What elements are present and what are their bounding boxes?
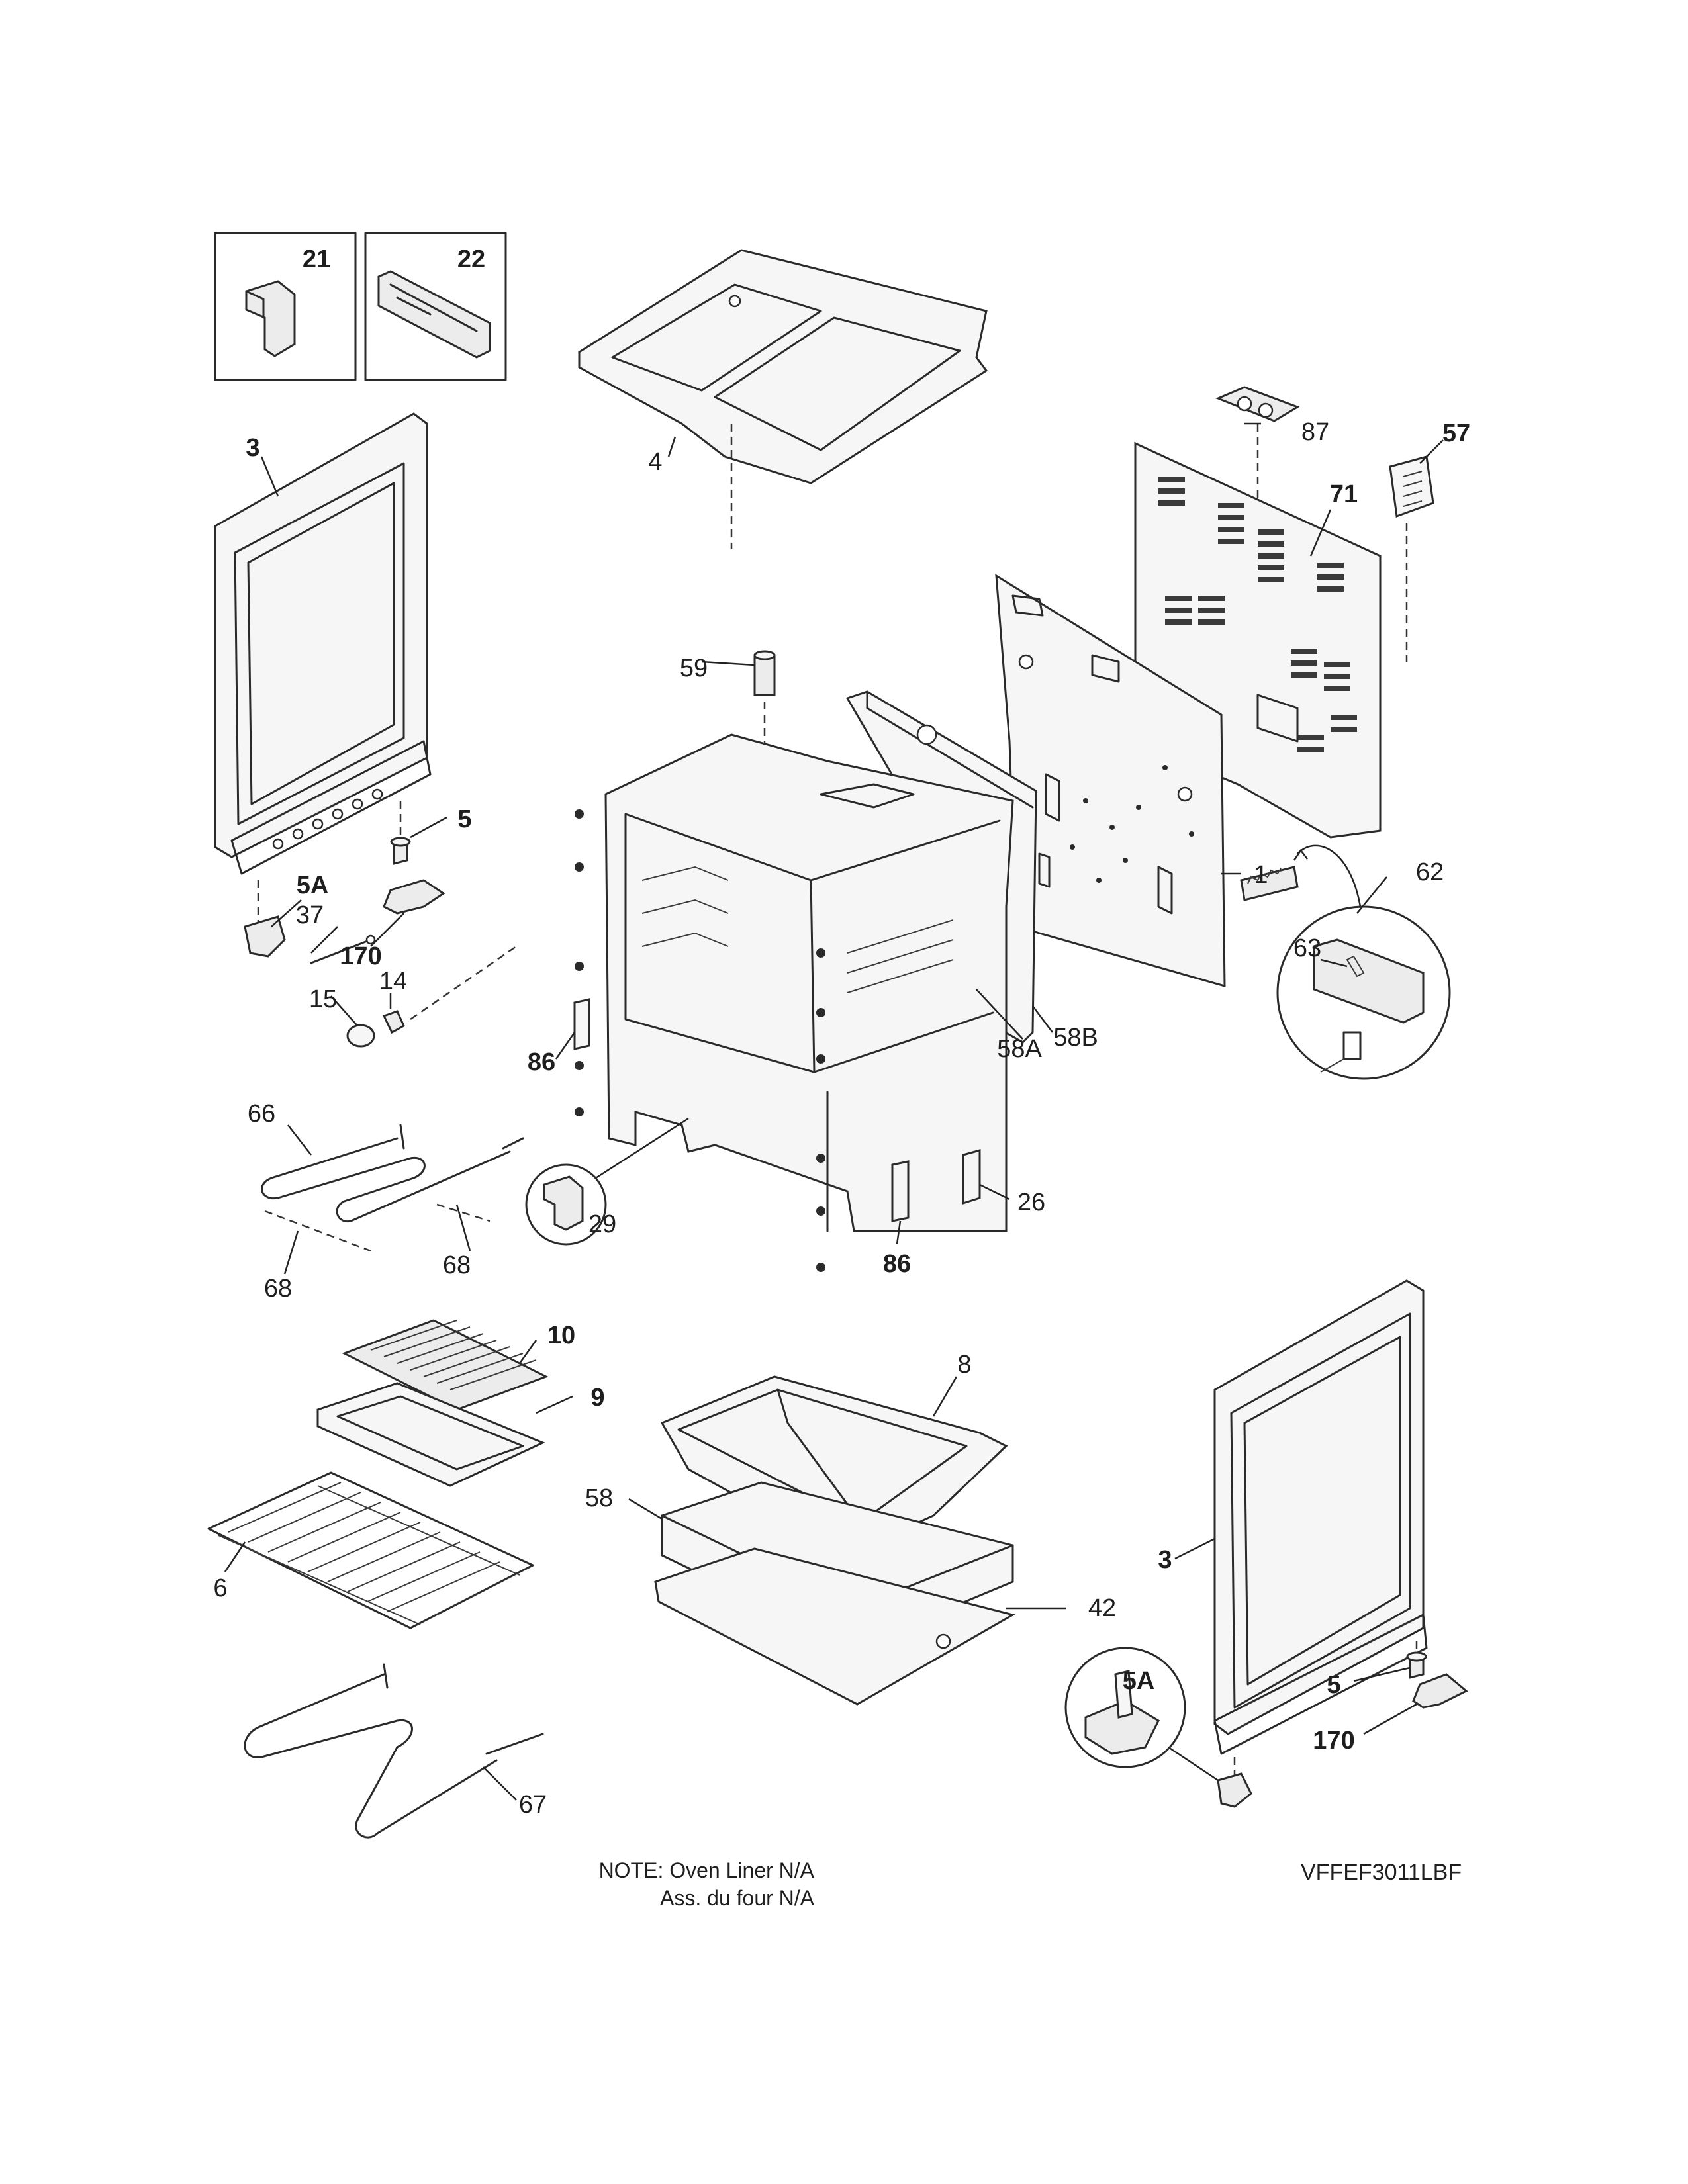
callout-5A-left: 5A xyxy=(296,872,329,899)
callout-26: 26 xyxy=(1017,1189,1046,1216)
bracket-86-left xyxy=(573,998,590,1050)
note-line-2: Ass. du four N/A xyxy=(660,1886,814,1910)
callout-37: 37 xyxy=(295,901,324,929)
callout-62: 62 xyxy=(1415,858,1444,886)
callout-5-right: 5 xyxy=(1327,1671,1341,1699)
hinge-5A-right xyxy=(1217,1772,1252,1808)
callout-66: 66 xyxy=(247,1100,276,1128)
callout-58A: 58A xyxy=(997,1035,1042,1063)
oven-liner-note: NOTE: Oven Liner N/A Ass. du four N/A xyxy=(596,1856,814,1912)
vent-cover-57 xyxy=(1389,455,1434,662)
callout-68-left: 68 xyxy=(263,1275,293,1302)
callout-170-left: 170 xyxy=(340,942,382,970)
bracket-26 xyxy=(962,1149,981,1205)
callout-21: 21 xyxy=(302,246,331,273)
bracket-87 xyxy=(1215,386,1300,510)
inset-part-62 xyxy=(1240,844,1451,1080)
callout-4: 4 xyxy=(648,448,663,476)
broil-pan-grid-10 xyxy=(342,1319,549,1411)
callout-14: 14 xyxy=(379,968,408,995)
wire-37 xyxy=(310,934,376,964)
callout-22: 22 xyxy=(457,246,486,273)
side-panel-3-left xyxy=(214,412,432,927)
broil-element-66 xyxy=(261,1124,524,1223)
callout-58B: 58B xyxy=(1053,1024,1098,1052)
callout-3-left: 3 xyxy=(246,434,260,462)
callout-170-right: 170 xyxy=(1313,1727,1355,1754)
callout-86-bottom: 86 xyxy=(882,1250,912,1278)
oven-body xyxy=(575,733,1014,1272)
socket-14 xyxy=(382,945,517,1034)
callout-58: 58 xyxy=(585,1484,614,1512)
callout-63: 63 xyxy=(1293,934,1322,962)
leader-lines xyxy=(224,422,1444,1801)
callout-67: 67 xyxy=(518,1791,547,1819)
bottom-panel-42 xyxy=(654,1547,1015,1706)
callout-3-right: 3 xyxy=(1158,1546,1172,1574)
model-code: VFFEF3011LBF xyxy=(1301,1860,1462,1885)
callout-8: 8 xyxy=(957,1351,972,1379)
inset-part-5A xyxy=(1064,1647,1219,1782)
broil-pan-9 xyxy=(316,1382,545,1487)
hinge-170-right xyxy=(1412,1673,1468,1709)
note-line-1: NOTE: Oven Liner N/A xyxy=(598,1858,814,1882)
callout-10: 10 xyxy=(547,1322,576,1349)
oven-rack-6 xyxy=(207,1471,534,1629)
inset-part-29 xyxy=(525,1117,689,1246)
callout-68-right: 68 xyxy=(442,1251,471,1279)
bulb-15 xyxy=(346,1024,375,1048)
inset-part-22 xyxy=(364,232,507,381)
vent-slots xyxy=(1158,477,1357,752)
element-clips-68 xyxy=(264,1203,491,1252)
screw-5-left xyxy=(390,837,411,865)
callout-29: 29 xyxy=(588,1210,617,1238)
top-panel-4 xyxy=(578,249,988,549)
callout-87: 87 xyxy=(1301,418,1330,446)
callout-1: 1 xyxy=(1254,861,1268,889)
callout-86-left: 86 xyxy=(527,1048,556,1076)
callout-6: 6 xyxy=(213,1574,228,1602)
hinge-5A-left xyxy=(244,915,286,958)
rear-panel-1 xyxy=(995,574,1226,987)
drawer-pan-8 xyxy=(660,1375,1008,1550)
callout-5A-right: 5A xyxy=(1122,1667,1155,1695)
inset-part-21 xyxy=(214,232,357,381)
screw-5-right xyxy=(1406,1651,1427,1679)
callout-42: 42 xyxy=(1088,1594,1117,1622)
callout-15: 15 xyxy=(308,985,338,1013)
hinge-170-left xyxy=(383,879,445,915)
bracket-86-bottom xyxy=(891,1160,910,1222)
callout-9: 9 xyxy=(590,1384,605,1412)
callout-59: 59 xyxy=(679,655,708,682)
callout-57: 57 xyxy=(1442,420,1471,447)
callout-5-left: 5 xyxy=(457,805,472,833)
bake-element-67 xyxy=(244,1663,544,1839)
side-panel-3-right xyxy=(1213,1279,1428,1787)
callout-71: 71 xyxy=(1329,480,1358,508)
